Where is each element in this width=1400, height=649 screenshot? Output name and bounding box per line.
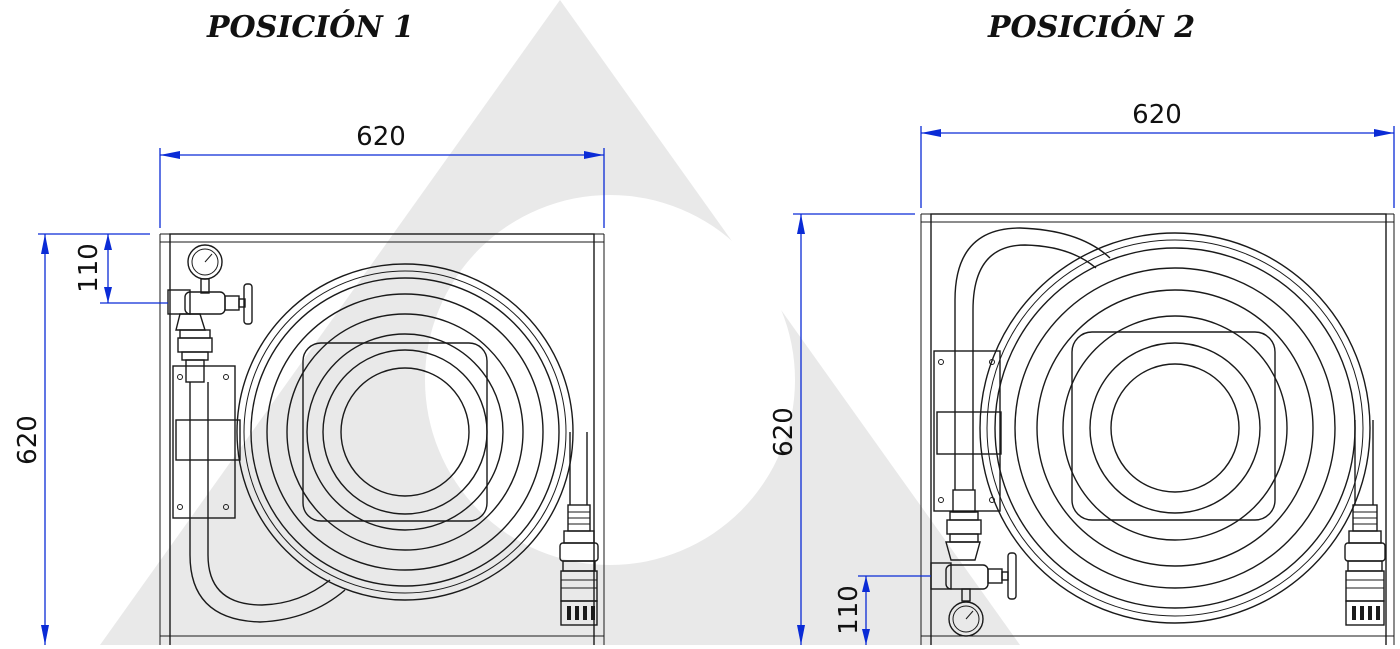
position-2-title: POSICIÓN 2: [988, 10, 1196, 45]
height-label-2: 620: [769, 407, 799, 457]
dimension-width-1: [159, 148, 605, 228]
width-label-2: 620: [1132, 100, 1182, 130]
height-label-1: 620: [13, 415, 43, 465]
position-1-title: POSICIÓN 1: [207, 10, 415, 45]
width-label-1: 620: [356, 122, 406, 152]
cabinet-position-2: [793, 126, 1395, 649]
hose-reel-2: [954, 227, 1371, 624]
dimension-width-2: [920, 126, 1395, 208]
dimension-height-1: [38, 233, 150, 645]
valve-offset-label-2: 110: [834, 585, 864, 635]
valve-assembly-1: [167, 244, 253, 383]
hose-reel: [236, 263, 574, 601]
valve-assembly-2: [930, 489, 1017, 637]
cabinet-position-1: [38, 148, 605, 649]
watermark-logo: [100, 0, 1020, 645]
nozzle-1: [559, 432, 599, 626]
dimension-valve-offset-2: [858, 575, 931, 645]
valve-offset-label-1: 110: [74, 243, 104, 293]
nozzle-2: [1344, 420, 1386, 626]
dimension-height-2: [793, 213, 915, 645]
dimension-valve-offset-1: [100, 234, 168, 304]
